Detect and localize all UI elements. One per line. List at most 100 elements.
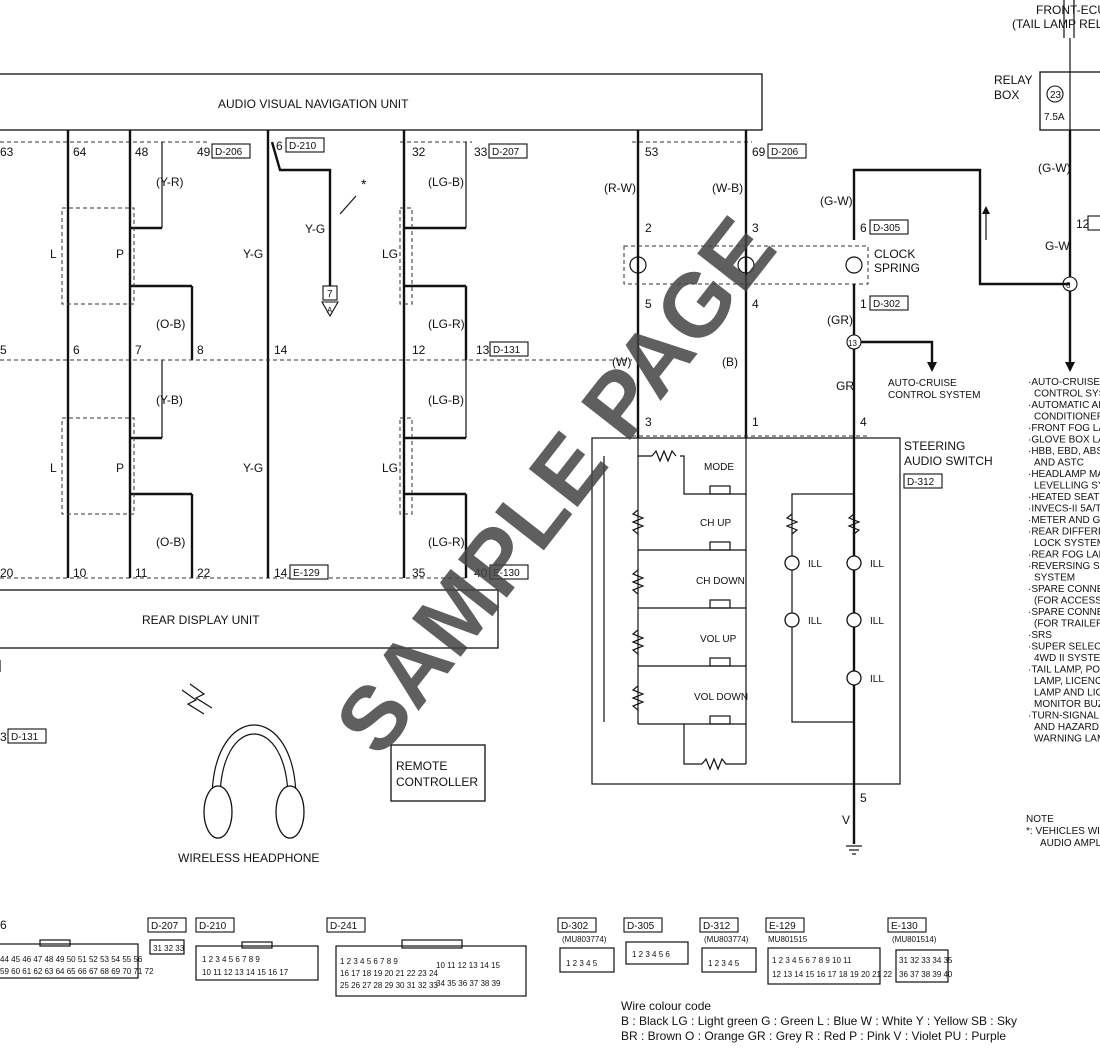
pin-6-a: 6 xyxy=(276,139,283,153)
system-item: 4WD II SYSTEM xyxy=(1034,653,1100,664)
rear-display-label: REAR DISPLAY UNIT xyxy=(142,613,260,627)
strip-connector-e130 xyxy=(895,949,949,983)
wire-lgb-label-2: (LG-B) xyxy=(428,393,464,407)
system-item: ·TURN-SIGNAL L xyxy=(1028,711,1100,722)
arrow-up-icon xyxy=(982,206,990,214)
system-item: (FOR ACCESSO xyxy=(1034,596,1100,607)
remote-label-2: CONTROLLER xyxy=(396,775,478,789)
strip-label-d207: D-207 xyxy=(151,921,179,932)
strip-e130-row1: 31 32 33 34 35 xyxy=(899,956,953,965)
wire-lgr-label-1: (LG-R) xyxy=(428,317,465,331)
strip-tag-e130 xyxy=(887,917,927,933)
wire-lgb-label-1: (LG-B) xyxy=(428,175,464,189)
clock-spring-coil-2 xyxy=(737,256,755,274)
connector-tag-d312 xyxy=(903,473,943,489)
wire-yg-label-1: Y-G xyxy=(243,247,263,261)
svg-text:CH DOWN: CH DOWN xyxy=(696,576,745,587)
system-item: LEVELLING SYS xyxy=(1034,481,1100,492)
relay-box-label-2: BOX xyxy=(994,88,1019,102)
ill-led-5: ILL xyxy=(846,670,884,686)
steering-label-1: STEERING xyxy=(904,439,965,453)
clock-pin-5: 5 xyxy=(645,297,652,311)
switch-pin-5: 5 xyxy=(860,791,867,805)
avn-unit-label: AUDIO VISUAL NAVIGATION UNIT xyxy=(218,97,409,111)
strip-d207-pins: 31 32 33 xyxy=(153,944,185,953)
svg-text:ILL: ILL xyxy=(870,559,884,570)
system-item: CONTROL SYST xyxy=(1034,389,1100,400)
clock-pin-3: 3 xyxy=(752,221,759,235)
ground-pin-7: 7 xyxy=(327,289,333,300)
wire-gr-paren-label: (GR) xyxy=(827,313,853,327)
connector-tag-d305 xyxy=(869,219,909,235)
pin-13: 13 xyxy=(476,343,490,357)
system-item: ·SPARE CONNEC xyxy=(1028,584,1100,595)
resistor-icon-3 xyxy=(631,569,645,595)
system-item: ·HEATED SEAT xyxy=(1028,492,1099,503)
strip-label-e129: E-129 xyxy=(769,921,796,932)
strip-label-d305: D-305 xyxy=(627,921,655,932)
ground-tag xyxy=(322,285,338,301)
arrow-down-icon-2 xyxy=(927,362,937,372)
strip-e130-row2: 36 37 38 39 40 xyxy=(899,970,953,979)
system-item: ·METER AND GA xyxy=(1028,515,1100,526)
ill-resistor-2 xyxy=(847,513,861,535)
switch-pin-4: 4 xyxy=(860,415,867,429)
pin-33: 33 xyxy=(474,145,488,159)
strip-tag-d210 xyxy=(195,917,235,933)
strip-connector-d207 xyxy=(149,939,185,955)
pin-7: 7 xyxy=(135,343,142,357)
pin-32: 32 xyxy=(412,145,426,159)
connector-d206-a: D-206 xyxy=(215,147,243,158)
clock-spring-label-2: SPRING xyxy=(874,261,920,275)
connector-d131-b: D-131 xyxy=(11,732,39,743)
clock-spring-coil-1 xyxy=(629,256,647,274)
wire-l-label-2: L xyxy=(50,461,57,475)
pin-11: 11 xyxy=(135,566,148,580)
system-item: ·SRS xyxy=(1028,630,1052,641)
wire-wb-label: (W-B) xyxy=(712,181,743,195)
wire-w-label: (W) xyxy=(612,355,631,369)
clock-pin-1: 1 xyxy=(860,297,867,311)
clock-spring-coil-3 xyxy=(845,256,863,274)
ill-resistor-1 xyxy=(785,513,799,535)
connector-tag-d206-b xyxy=(767,143,807,159)
wire-yg-label-2: Y-G xyxy=(305,222,325,236)
system-item: ·GLOVE BOX LA xyxy=(1028,435,1100,446)
strip-label-d210: D-210 xyxy=(199,921,227,932)
switch-ch-up: CH UP xyxy=(638,518,746,551)
clock-spring-label-1: CLOCK xyxy=(874,247,915,261)
resistor-icon-1 xyxy=(651,449,677,463)
strip-d241-key xyxy=(401,939,463,949)
pin-49: 49 xyxy=(197,145,211,159)
system-item: LOCK SYSTEM xyxy=(1034,538,1100,549)
wire-gw-clockspring xyxy=(852,168,1070,286)
strip-d305-pins: 1 2 3 4 5 6 xyxy=(632,950,670,959)
d131-pin-3: 3 xyxy=(0,730,7,744)
shield-lower xyxy=(61,417,135,515)
system-item: ·AUTOMATIC AIR xyxy=(1028,400,1100,411)
system-item: WARNING LAMI xyxy=(1034,734,1100,745)
shield-lg-upper xyxy=(399,207,413,305)
svg-text:ILL: ILL xyxy=(808,616,822,627)
strip-connector-d302 xyxy=(559,947,615,973)
switch-pin-3: 3 xyxy=(645,415,652,429)
shield-lg-lower xyxy=(399,417,413,515)
strip-d302-pins: 1 2 3 4 5 xyxy=(566,959,598,968)
connector-e129: E-129 xyxy=(293,568,320,579)
wire-yg-label-3: Y-G xyxy=(243,461,263,475)
connector-tag-d206-a xyxy=(211,143,251,159)
strip-d241-row1: 1 2 3 4 5 6 7 8 9 xyxy=(340,957,398,966)
connector-tag-d302 xyxy=(869,295,909,311)
ill-led-4: ILL xyxy=(846,612,884,628)
wire-gr-label: GR xyxy=(836,379,854,393)
strip-d312-part: (MU803774) xyxy=(704,935,749,944)
system-item: ·FRONT FOG LA xyxy=(1028,423,1100,434)
svg-text:VOL DOWN: VOL DOWN xyxy=(694,692,748,703)
strip-d302-part: (MU803774) xyxy=(562,935,607,944)
connector-d131-a: D-131 xyxy=(493,345,521,356)
relay-box-label-1: RELAY xyxy=(994,73,1032,87)
strip-d210-row2: 10 11 12 13 14 15 16 17 xyxy=(202,968,289,977)
strip-tag-e129 xyxy=(765,917,805,933)
wire-ob-label-2: (O-B) xyxy=(156,535,185,549)
audio-visual-navigation-unit xyxy=(0,73,763,131)
